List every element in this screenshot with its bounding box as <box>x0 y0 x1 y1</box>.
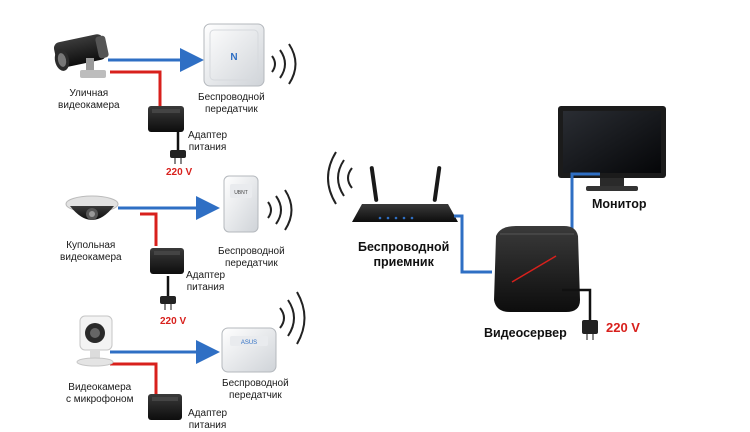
power-plug-icon <box>582 320 598 340</box>
router-icon <box>352 166 458 222</box>
adapter-label-1-line1: Адаптер <box>188 130 228 141</box>
mic-camera-label-line2: с микрофоном <box>66 394 134 405</box>
svg-text:UBNT: UBNT <box>234 190 248 196</box>
transmitter-label-1-line1: Беспроводной <box>198 92 265 103</box>
voltage-label-2: 220 V <box>160 316 187 327</box>
receiver-label-line1: Беспроводной <box>358 240 450 254</box>
power-adapter-icon <box>148 394 182 420</box>
mic-camera-icon <box>76 315 114 367</box>
adapter-label-2-line2: питания <box>186 282 225 293</box>
transmitter-label-2-line2: передатчик <box>224 258 278 269</box>
street-camera-group: N <box>53 23 297 164</box>
adapter-label-3-line2: питания <box>188 420 227 431</box>
receiver-label: Беспроводной приемник <box>358 240 449 270</box>
mic-camera-label: Видеокамера с микрофоном <box>66 382 134 406</box>
power-line-mic <box>110 362 158 394</box>
wifi-waves-icon <box>279 291 306 345</box>
adapter-label-3: Адаптер питания <box>188 408 227 432</box>
adapter-label-1: Адаптер питания <box>188 130 227 154</box>
svg-text:ASUS: ASUS <box>241 340 257 346</box>
svg-text:N: N <box>230 52 237 63</box>
voltage-label-1: 220 V <box>166 167 193 178</box>
transmitter-label-1-line2: передатчик <box>204 104 258 115</box>
monitor-icon <box>558 106 666 191</box>
mic-camera-label-line1: Видеокамера <box>68 382 132 393</box>
street-camera-label: Уличная видеокамера <box>58 88 120 112</box>
data-line-receiver-server <box>454 214 492 274</box>
receiver-group <box>327 151 492 274</box>
adapter-label-2: Адаптер питания <box>186 270 225 294</box>
transmitter-label-2: Беспроводной передатчик <box>218 246 285 270</box>
transmitter-label-3-line2: передатчик <box>228 390 282 401</box>
adapter-label-1-line2: питания <box>188 142 227 153</box>
videoserver-label: Видеосервер <box>484 326 567 340</box>
dome-camera-label: Купольная видеокамера <box>60 240 122 264</box>
transmitter-panel-icon: N <box>203 23 265 87</box>
transmitter-label-3: Беспроводной передатчик <box>222 378 289 402</box>
transmitter-box-icon: ASUS <box>221 327 277 373</box>
videoserver-icon <box>494 226 580 312</box>
voltage-label-server: 220 V <box>606 320 640 335</box>
power-adapter-icon <box>148 106 186 164</box>
dome-camera-group: UBNT <box>65 175 293 310</box>
monitor-group <box>558 106 666 246</box>
wifi-waves-icon <box>267 189 293 231</box>
dome-camera-label-line2: видеокамера <box>60 252 122 263</box>
adapter-label-3-line1: Адаптер <box>188 408 228 419</box>
monitor-label: Монитор <box>592 197 647 211</box>
street-camera-label-line2: видеокамера <box>58 100 120 111</box>
receiver-label-line2: приемник <box>373 255 434 269</box>
transmitter-label-2-line1: Беспроводной <box>218 246 285 257</box>
street-camera-icon <box>53 34 109 78</box>
videoserver-group <box>494 226 598 340</box>
transmitter-label-1: Беспроводной передатчик <box>198 92 265 116</box>
transmitter-box-icon: UBNT <box>223 175 259 233</box>
transmitter-label-3-line1: Беспроводной <box>222 378 289 389</box>
dome-camera-icon <box>65 195 119 220</box>
dome-camera-label-line1: Купольная <box>66 240 116 251</box>
wifi-waves-icon <box>271 43 297 85</box>
street-camera-label-line1: Уличная <box>69 88 109 99</box>
power-line-dome <box>140 212 158 246</box>
ground-line-server <box>562 288 592 322</box>
power-line-street <box>110 70 162 108</box>
adapter-label-2-line1: Адаптер <box>186 270 226 281</box>
wifi-waves-icon <box>327 151 353 205</box>
mic-camera-group: ASUS <box>76 291 306 420</box>
power-adapter-icon <box>150 248 184 310</box>
